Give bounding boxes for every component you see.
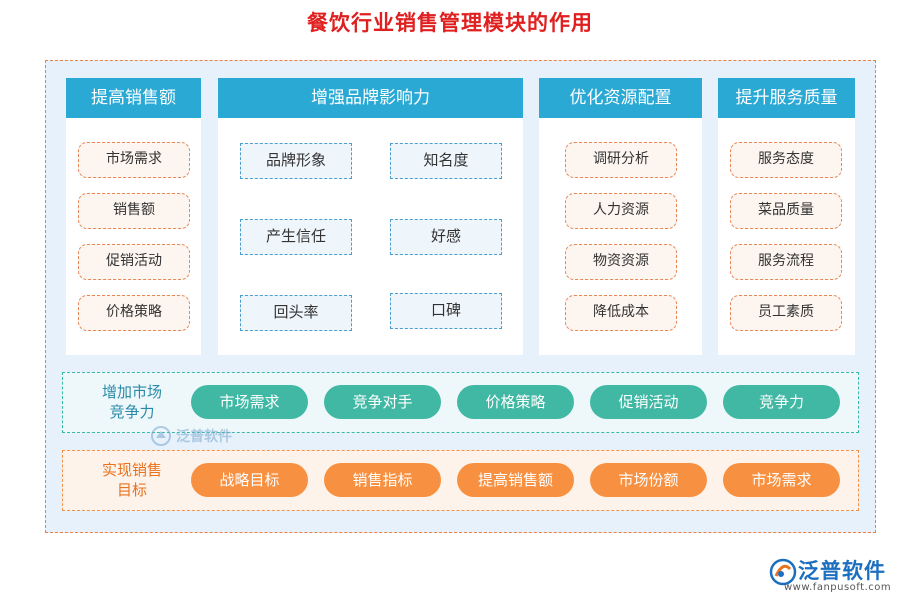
column-service: 提升服务质量 服务态度 菜品质量 服务流程 员工素质 bbox=[718, 78, 855, 355]
column-item: 好感 bbox=[390, 219, 502, 255]
row-chip: 竞争对手 bbox=[324, 385, 441, 419]
column-item: 产生信任 bbox=[240, 219, 352, 255]
column-item: 人力资源 bbox=[565, 193, 677, 229]
row-label-line: 竞争力 bbox=[109, 403, 155, 421]
row-chip: 战略目标 bbox=[191, 463, 308, 497]
row-competitiveness: 增加市场 竞争力 市场需求 竞争对手 价格策略 促销活动 竞争力 bbox=[62, 372, 859, 433]
watermark: 泛普软件 bbox=[150, 424, 232, 448]
column-header: 提高销售额 bbox=[66, 78, 201, 118]
page-title: 餐饮行业销售管理模块的作用 bbox=[307, 11, 593, 35]
column-item: 菜品质量 bbox=[730, 193, 842, 229]
row-label: 实现销售 目标 bbox=[77, 451, 187, 509]
column-item: 品牌形象 bbox=[240, 143, 352, 179]
column-item: 物资资源 bbox=[565, 244, 677, 280]
watermark-logo-icon bbox=[151, 426, 171, 446]
column-item: 价格策略 bbox=[78, 295, 190, 331]
watermark-text: 泛普软件 bbox=[176, 429, 232, 445]
row-sales-target: 实现销售 目标 战略目标 销售指标 提高销售额 市场份额 市场需求 bbox=[62, 450, 859, 511]
column-item: 回头率 bbox=[240, 295, 352, 331]
column-item: 服务态度 bbox=[730, 142, 842, 178]
column-item: 员工素质 bbox=[730, 295, 842, 331]
row-label: 增加市场 竞争力 bbox=[77, 373, 187, 431]
row-chip: 市场份额 bbox=[590, 463, 707, 497]
row-chip: 市场需求 bbox=[723, 463, 840, 497]
column-item: 降低成本 bbox=[565, 295, 677, 331]
brand-mark-icon bbox=[769, 558, 797, 586]
row-chip: 竞争力 bbox=[723, 385, 840, 419]
row-label-line: 目标 bbox=[116, 481, 147, 499]
brand-logo: 泛普软件 www.fanpusoft.com bbox=[768, 555, 893, 597]
column-header: 提升服务质量 bbox=[718, 78, 855, 118]
column-item: 销售额 bbox=[78, 193, 190, 229]
row-chip: 价格策略 bbox=[457, 385, 574, 419]
column-sales: 提高销售额 市场需求 销售额 促销活动 价格策略 bbox=[66, 78, 201, 355]
column-header: 优化资源配置 bbox=[539, 78, 702, 118]
column-item: 口碑 bbox=[390, 293, 502, 329]
column-header: 增强品牌影响力 bbox=[218, 78, 523, 118]
row-label-line: 增加市场 bbox=[101, 383, 162, 401]
column-item: 调研分析 bbox=[565, 142, 677, 178]
row-chip: 市场需求 bbox=[191, 385, 308, 419]
brand-url: www.fanpusoft.com bbox=[784, 582, 892, 593]
row-label-line: 实现销售 bbox=[101, 461, 162, 479]
row-chip: 销售指标 bbox=[324, 463, 441, 497]
column-resources: 优化资源配置 调研分析 人力资源 物资资源 降低成本 bbox=[539, 78, 702, 355]
column-item: 服务流程 bbox=[730, 244, 842, 280]
column-brand: 增强品牌影响力 品牌形象 知名度 产生信任 好感 回头率 口碑 bbox=[218, 78, 523, 355]
column-item: 市场需求 bbox=[78, 142, 190, 178]
row-chip: 提高销售额 bbox=[457, 463, 574, 497]
row-chip: 促销活动 bbox=[590, 385, 707, 419]
column-item: 知名度 bbox=[390, 143, 502, 179]
brand-name: 泛普软件 bbox=[798, 559, 886, 583]
column-item: 促销活动 bbox=[78, 244, 190, 280]
